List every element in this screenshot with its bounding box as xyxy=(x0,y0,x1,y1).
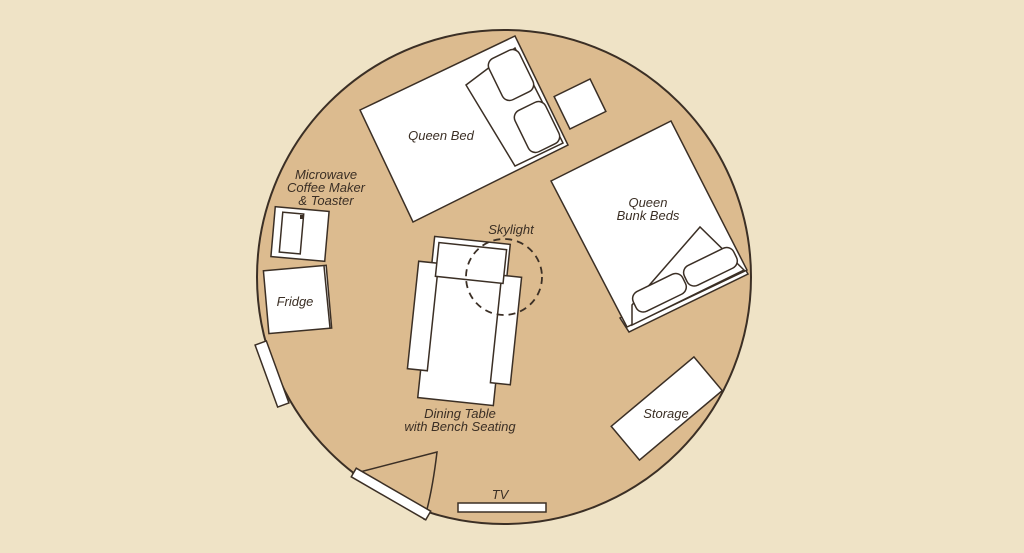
label-queen-bunk-2: Bunk Beds xyxy=(617,208,680,223)
label-queen-bunk-1: Queen xyxy=(628,195,667,210)
label-queen-bed: Queen Bed xyxy=(408,128,475,143)
appliance-knob xyxy=(300,215,304,219)
microwave xyxy=(278,211,305,255)
appliance-cabinet xyxy=(270,205,330,263)
label-fridge: Fridge xyxy=(277,294,314,309)
label-toaster: & Toaster xyxy=(298,193,354,208)
label-microwave: Microwave xyxy=(295,167,357,182)
window xyxy=(254,339,290,409)
tv-unit xyxy=(457,502,547,513)
label-dining-2: with Bench Seating xyxy=(404,419,516,434)
bench-right xyxy=(489,274,523,386)
label-skylight: Skylight xyxy=(488,222,535,237)
label-coffee-maker: Coffee Maker xyxy=(287,180,366,195)
nightstand xyxy=(553,78,607,130)
queen-bunk-beds xyxy=(549,119,750,333)
table-top xyxy=(434,241,508,285)
label-tv: TV xyxy=(492,487,510,502)
bench-left xyxy=(406,260,440,372)
label-storage: Storage xyxy=(643,406,689,421)
door xyxy=(350,450,438,521)
skylight-outline xyxy=(465,238,543,316)
storage-unit xyxy=(610,355,724,462)
label-dining-1: Dining Table xyxy=(424,406,496,421)
queen-bed xyxy=(359,35,569,224)
fridge xyxy=(262,264,333,335)
dining-table xyxy=(406,235,523,407)
